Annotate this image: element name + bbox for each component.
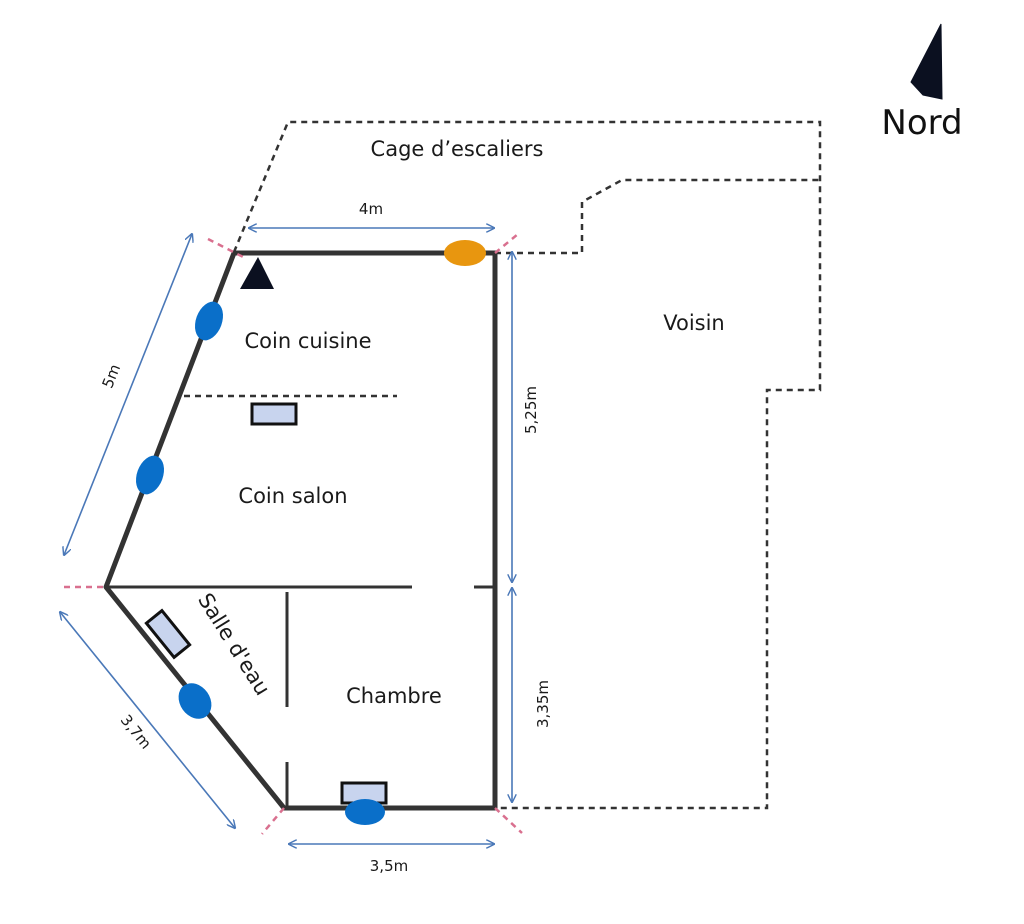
entrance-door-icon (444, 240, 486, 266)
window-icon (135, 455, 165, 495)
neighbor-label: Voisin (663, 311, 725, 335)
dimension-label-right-lower: 3,35m (534, 680, 552, 728)
dimension-label-right-upper: 5,25m (522, 386, 540, 434)
bathroom-label: Salle d'eau (193, 589, 275, 700)
corner-mark (261, 807, 285, 835)
north-arrow-icon (910, 23, 943, 100)
dimension-label-bottom: 3,5m (370, 857, 408, 875)
north-label: Nord (881, 103, 962, 143)
corner-mark (207, 237, 248, 261)
corner-mark (494, 807, 523, 834)
window-icon (345, 799, 385, 825)
kitchen-label: Coin cuisine (244, 329, 371, 353)
dimension-label-left-lower: 3,7m (117, 711, 155, 752)
dimension-line-left-lower (60, 612, 235, 828)
dimension-line-left-upper (64, 234, 192, 555)
stair-marker-icon (240, 257, 274, 289)
neighbor-outline (495, 178, 820, 255)
window-icon (194, 301, 224, 341)
dimension-label-top: 4m (359, 200, 383, 218)
living-room-label: Coin salon (238, 484, 347, 508)
window-icon (178, 683, 212, 719)
radiator-icon (144, 608, 192, 660)
dimension-label-left-upper: 5m (98, 362, 124, 391)
bedroom-label: Chambre (346, 684, 442, 708)
stairwell-label: Cage d’escaliers (371, 137, 544, 161)
corner-mark (494, 233, 519, 254)
radiator-icon (250, 402, 298, 426)
stairwell-outline (232, 120, 822, 810)
